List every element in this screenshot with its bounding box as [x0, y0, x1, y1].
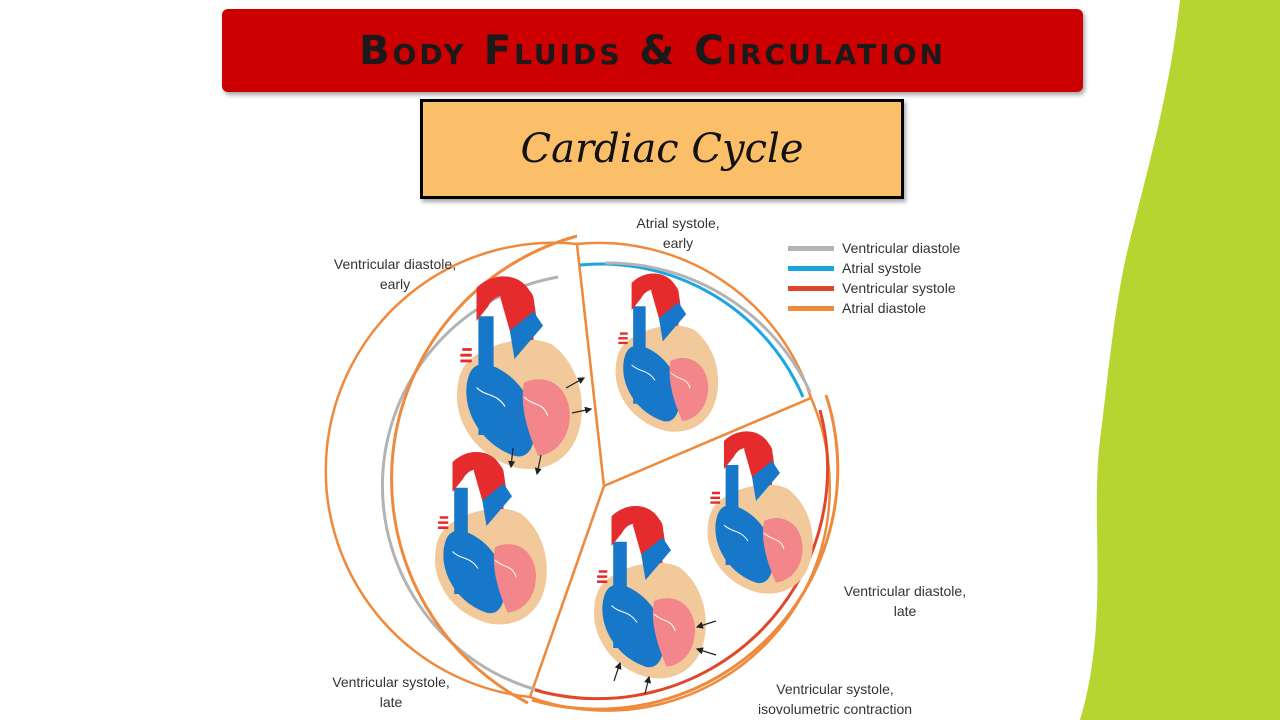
diagram-legend: Ventricular diastole Atrial systole Vent…	[788, 238, 960, 318]
legend-label: Ventricular systole	[842, 280, 956, 296]
legend-label: Atrial systole	[842, 260, 922, 276]
legend-swatch	[788, 265, 834, 271]
label-ventricular-diastole-early: Ventricular diastole, early	[314, 254, 476, 294]
legend-item: Ventricular systole	[788, 278, 960, 298]
label-line: Ventricular diastole,	[333, 256, 457, 272]
label-line: early	[662, 235, 694, 251]
legend-item: Atrial systole	[788, 258, 960, 278]
atrial-systole-arc	[579, 262, 805, 398]
flow-arrows	[508, 377, 717, 695]
legend-swatch	[788, 245, 834, 251]
label-line: late	[379, 694, 403, 710]
label-line: Ventricular systole,	[776, 681, 894, 697]
subtitle-box: Cardiac Cycle	[420, 99, 904, 199]
label-line: Ventricular diastole,	[843, 583, 967, 599]
title-banner: Body Fluids & Circulation	[222, 9, 1083, 92]
ventricular-diastole-arc-2	[604, 261, 812, 393]
label-line: Atrial systole,	[636, 215, 720, 231]
label-ventricular-systole-late: Ventricular systole, late	[312, 672, 470, 712]
legend-swatch	[788, 305, 834, 311]
slide-subtitle: Cardiac Cycle	[520, 126, 804, 172]
legend-item: Atrial diastole	[788, 298, 960, 318]
slide-title: Body Fluids & Circulation	[359, 27, 946, 74]
legend-swatch	[788, 285, 834, 291]
label-ventricular-diastole-late: Ventricular diastole, late	[826, 581, 984, 621]
label-atrial-systole-early: Atrial systole, early	[610, 213, 746, 253]
label-ventricular-systole-isovolumetric: Ventricular systole, isovolumetric contr…	[742, 679, 928, 719]
legend-label: Ventricular diastole	[842, 240, 961, 256]
legend-item: Ventricular diastole	[788, 238, 960, 258]
ventricular-systole-arc	[534, 409, 830, 701]
atrial-diastole-arc-2	[531, 394, 840, 711]
label-line: late	[893, 603, 917, 619]
label-line: early	[379, 276, 411, 292]
label-line: Ventricular systole,	[332, 674, 450, 690]
atrial-diastole-arc	[390, 234, 578, 705]
legend-label: Atrial diastole	[842, 300, 927, 316]
label-line: isovolumetric contraction	[757, 701, 913, 717]
